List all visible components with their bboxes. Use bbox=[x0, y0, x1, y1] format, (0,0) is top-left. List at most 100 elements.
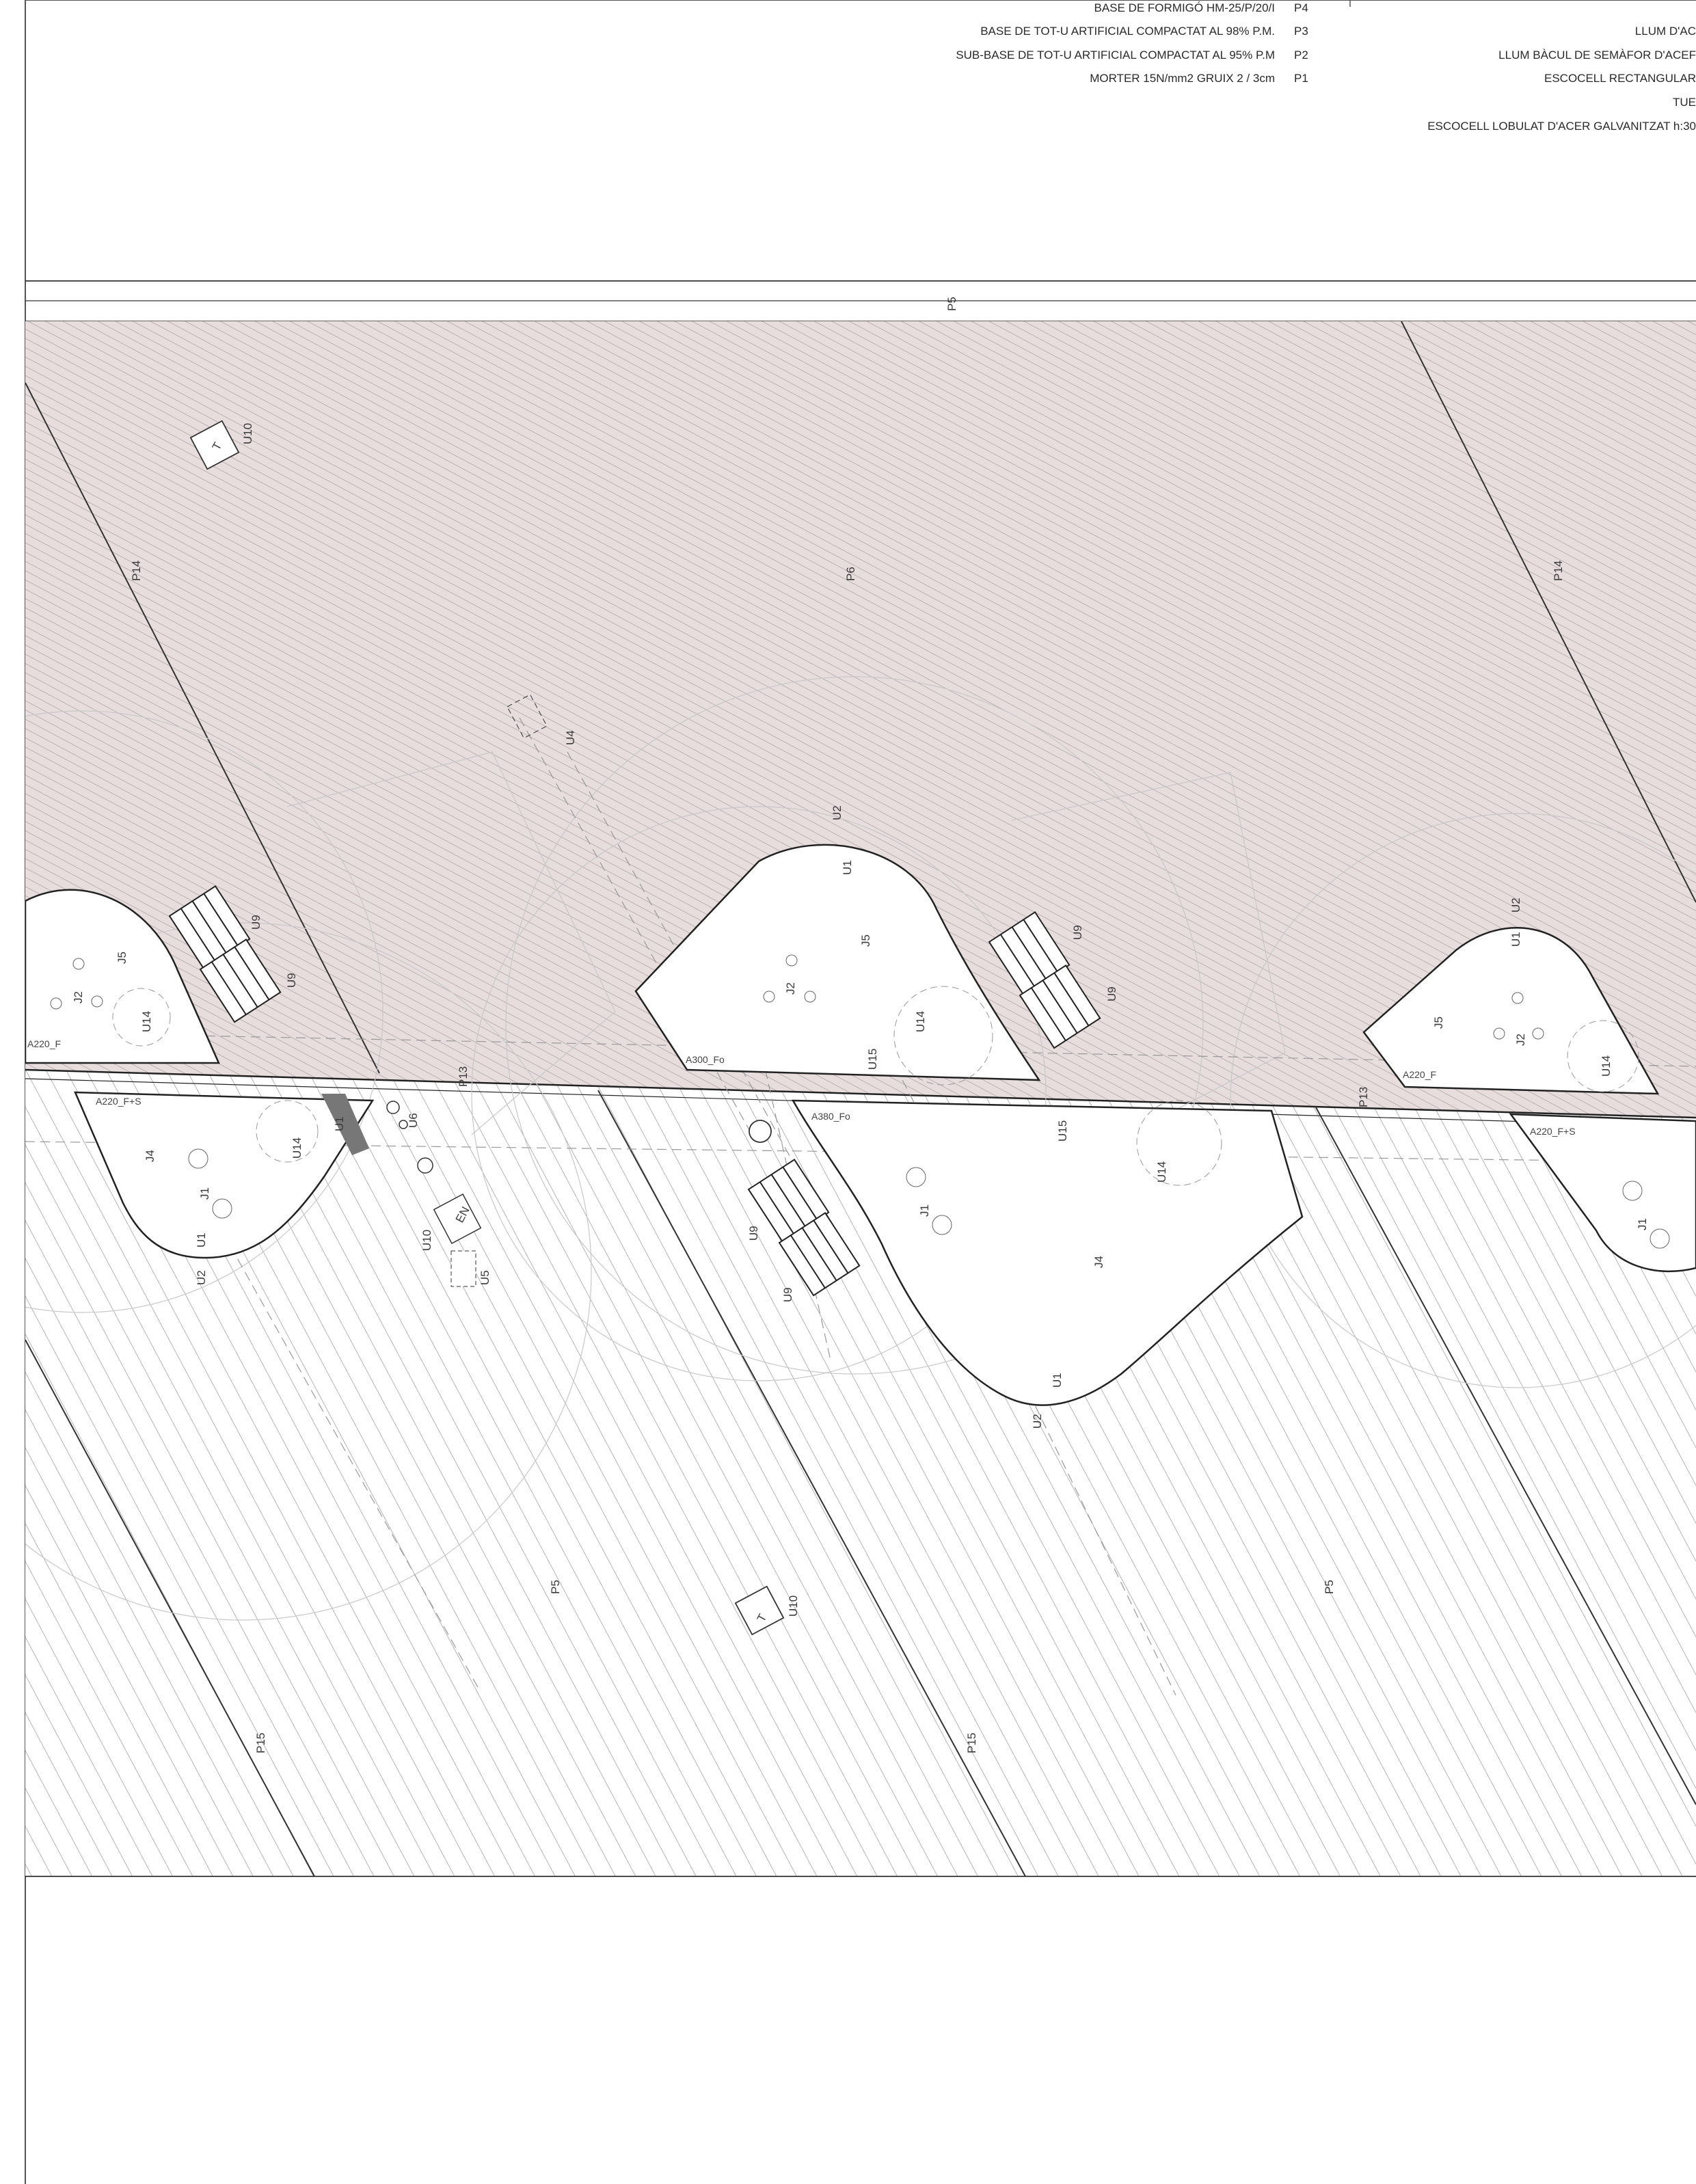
curb-block bbox=[321, 1094, 369, 1155]
label-u1-right: U1 bbox=[1509, 932, 1522, 947]
label-a220f-right: A220_F bbox=[1403, 1069, 1436, 1080]
utility-box-en bbox=[433, 1193, 482, 1245]
tree-circle bbox=[256, 1100, 319, 1163]
label-u1-lower-left: U1 bbox=[195, 1232, 208, 1248]
road-label: P5 bbox=[945, 297, 958, 311]
label-u15-lower: U15 bbox=[1056, 1120, 1069, 1142]
label-u2-lower-mid: U2 bbox=[1031, 1414, 1044, 1429]
label-u10-lower: U10 bbox=[787, 1595, 800, 1617]
legend-p1-code: P1 bbox=[1294, 72, 1308, 85]
label-u9-a: U9 bbox=[250, 915, 263, 930]
plan-labels: P6 P5 P5 P14 P14 P13 P13 P15 P15 T U10 T… bbox=[27, 423, 1649, 1753]
legend-right: LLUM D'AC LLUM BÀCUL DE SEMÀFOR D'ACEF E… bbox=[1427, 25, 1696, 133]
line-label-p13-right: P13 bbox=[1357, 1087, 1370, 1107]
zone-label-p5-left: P5 bbox=[549, 1580, 562, 1594]
p14-joint-right bbox=[1401, 321, 1696, 903]
label-u10-upper: U10 bbox=[241, 423, 254, 444]
tree-pit-lower-middle bbox=[791, 1099, 1304, 1406]
pavement-boundary-line bbox=[25, 1068, 1696, 1119]
tree-pit-upper-middle bbox=[634, 844, 1041, 1081]
label-j5-left: J5 bbox=[116, 952, 129, 964]
label-u14-lower-left: U14 bbox=[291, 1137, 304, 1159]
legend-p2-code: P2 bbox=[1294, 49, 1308, 62]
lamp-post bbox=[749, 1120, 772, 1143]
anchor-point bbox=[932, 1215, 952, 1235]
lamp-post-small bbox=[417, 1157, 433, 1174]
label-j4-left: J4 bbox=[144, 1150, 157, 1162]
legend-tube-text: TUE bbox=[1673, 96, 1696, 109]
tree-circle bbox=[1567, 1020, 1639, 1092]
upper-pavement-zone bbox=[25, 321, 1696, 1118]
label-u1-lower-mid: U1 bbox=[1051, 1373, 1064, 1388]
label-u15-mid: U15 bbox=[866, 1049, 879, 1070]
tree-pit-lower-right bbox=[1509, 1113, 1696, 1273]
trash-bin-box-upper bbox=[189, 420, 240, 470]
lamp-post-small bbox=[386, 1101, 400, 1114]
label-u14-mid: U14 bbox=[914, 1011, 927, 1032]
label-u14-left: U14 bbox=[140, 1011, 153, 1032]
label-j1-mid: J1 bbox=[918, 1204, 931, 1217]
anchor-point bbox=[763, 990, 775, 1003]
anchor-point bbox=[72, 958, 85, 970]
tree-pit-upper-right bbox=[1362, 927, 1660, 1095]
label-a220f-left: A220_F bbox=[27, 1038, 61, 1049]
anchor-point bbox=[1650, 1228, 1670, 1249]
legend-p3-code: P3 bbox=[1294, 25, 1308, 38]
lamp-post-small bbox=[399, 1120, 408, 1129]
legend-tree-pit-rect-text: ESCOCELL RECTANGULAR bbox=[1544, 72, 1696, 85]
label-j4-mid: J4 bbox=[1092, 1256, 1105, 1268]
anchor-point bbox=[50, 997, 62, 1010]
legend-left: BASE DE FORMIGÓ HM-25/P/20/I P4 BASE DE … bbox=[956, 1, 1308, 85]
utility-box-u4 bbox=[507, 694, 548, 739]
line-label-p14-left: P14 bbox=[130, 561, 143, 581]
anchor-point bbox=[212, 1198, 232, 1219]
label-a220fs-left: A220_F+S bbox=[96, 1096, 142, 1107]
label-u11-curb: U1 bbox=[333, 1116, 346, 1131]
anchor-point bbox=[1622, 1181, 1643, 1201]
label-u9-b: U9 bbox=[285, 973, 298, 988]
legend-p4-code: P4 bbox=[1294, 1, 1308, 14]
label-j2-right: J2 bbox=[1514, 1034, 1527, 1046]
line-label-p13-left: P13 bbox=[457, 1066, 470, 1087]
legend-light-text: LLUM D'AC bbox=[1635, 25, 1696, 38]
legend-tree-pit-lobed-text: ESCOCELL LOBULAT D'ACER GALVANITZAT h:30 bbox=[1427, 120, 1696, 133]
lower-pavement-zone bbox=[25, 1070, 1696, 1876]
label-u2-right: U2 bbox=[1509, 898, 1522, 913]
tree-circle bbox=[893, 986, 993, 1086]
label-u14-right: U14 bbox=[1600, 1055, 1613, 1077]
label-u4: U4 bbox=[564, 730, 577, 745]
anchor-point bbox=[1511, 992, 1524, 1004]
legend-p1-text: MORTER 15N/mm2 GRUIX 2 / 3cm bbox=[1090, 72, 1275, 85]
label-j2-mid: J2 bbox=[784, 982, 797, 995]
label-u6: U6 bbox=[407, 1113, 420, 1128]
zone-label-p6: P6 bbox=[844, 567, 857, 581]
label-j1-left: J1 bbox=[198, 1187, 211, 1200]
label-u2-lower-left: U2 bbox=[195, 1270, 208, 1285]
anchor-point bbox=[785, 954, 798, 967]
anchor-point bbox=[1493, 1027, 1505, 1040]
anchor-point bbox=[91, 995, 103, 1008]
line-label-p15-mid: P15 bbox=[965, 1733, 978, 1753]
legend-p3-text: BASE DE TOT-U ARTIFICIAL COMPACTAT AL 98… bbox=[980, 25, 1275, 38]
trash-bin-box-lower bbox=[734, 1585, 785, 1636]
p15-joint-right bbox=[1315, 1107, 1696, 1805]
canopy-circles bbox=[25, 676, 1696, 1621]
legend-p2-text: SUB-BASE DE TOT-U ARTIFICIAL COMPACTAT A… bbox=[956, 49, 1275, 62]
label-j2-left: J2 bbox=[72, 991, 85, 1003]
tree-circle bbox=[112, 988, 171, 1047]
label-a300: A300_Fo bbox=[686, 1054, 725, 1065]
label-a380: A380_Fo bbox=[811, 1111, 850, 1122]
label-u9-c: U9 bbox=[1071, 925, 1084, 940]
label-u1-mid: U1 bbox=[841, 860, 854, 875]
label-u9-e: U9 bbox=[747, 1226, 760, 1241]
zone-label-p5-right: P5 bbox=[1323, 1580, 1336, 1594]
utility-box-u5 bbox=[450, 1250, 476, 1287]
label-j1-right: J1 bbox=[1636, 1218, 1649, 1230]
p15-joint-left bbox=[25, 1339, 315, 1877]
label-u9-f: U9 bbox=[781, 1287, 794, 1302]
anchor-point bbox=[188, 1148, 208, 1169]
label-a220fs-right: A220_F+S bbox=[1530, 1126, 1576, 1137]
anchor-point bbox=[804, 990, 816, 1003]
tree-pit-lower-left bbox=[74, 1091, 375, 1259]
